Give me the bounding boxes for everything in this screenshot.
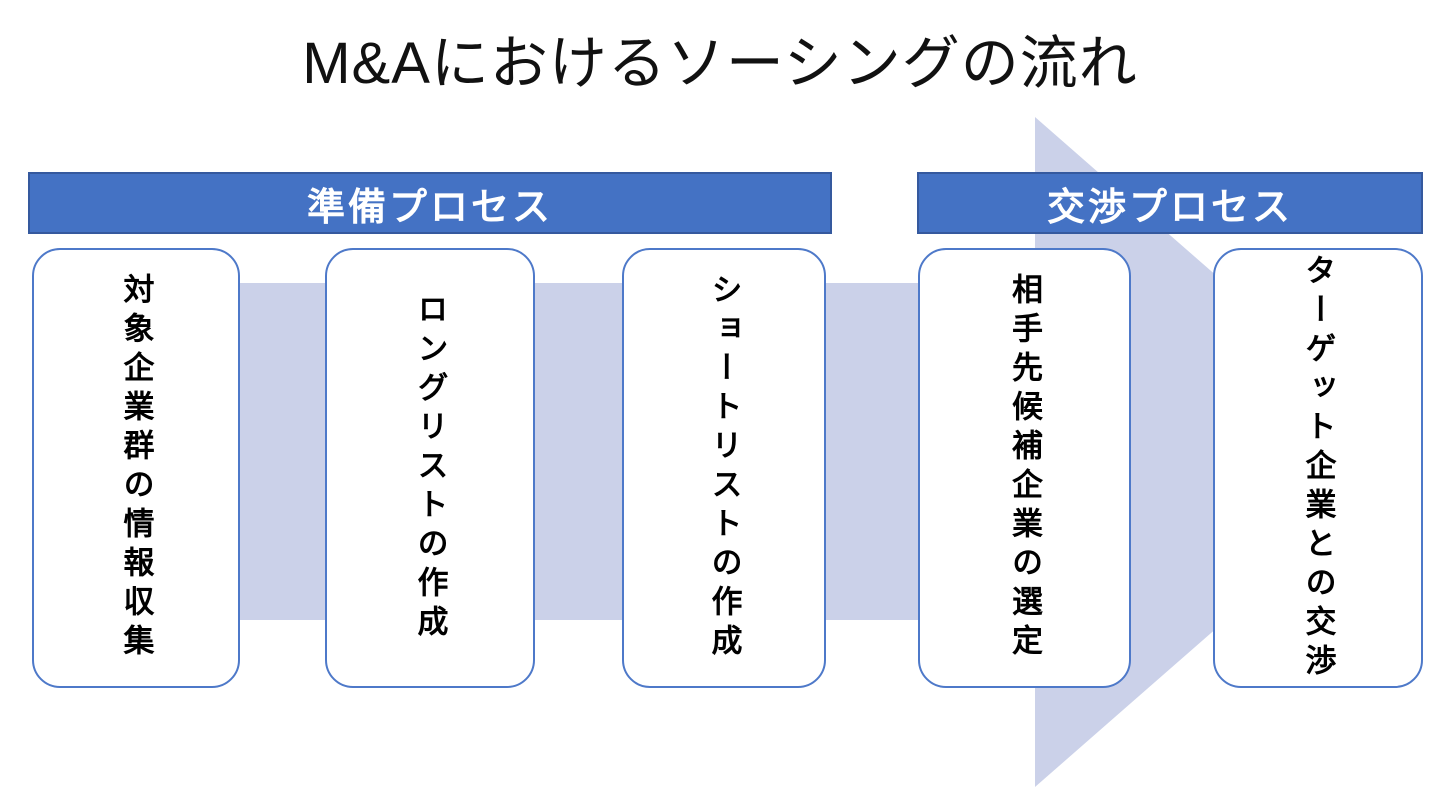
step-card-info-gathering: 対象企業群の情報収集 bbox=[32, 248, 240, 688]
phase-bar-negotiation: 交渉プロセス bbox=[917, 172, 1423, 234]
phase-preparation-label: 準備プロセス bbox=[306, 186, 553, 229]
step-card-target-negotiation: ターゲット企業との交渉 bbox=[1213, 248, 1423, 688]
step-label: 対象企業群の情報収集 bbox=[118, 273, 154, 663]
step-label: ターゲット企業との交渉 bbox=[1300, 253, 1336, 683]
step-card-candidate-selection: 相手先候補企業の選定 bbox=[918, 248, 1131, 688]
step-card-short-list: ショートリストの作成 bbox=[622, 248, 826, 688]
step-card-long-list: ロングリストの作成 bbox=[325, 248, 535, 688]
step-label: 相手先候補企業の選定 bbox=[1007, 273, 1042, 663]
page-title: M&Aにおけるソーシングの流れ bbox=[302, 31, 1138, 96]
phase-bar-preparation: 準備プロセス bbox=[28, 172, 832, 234]
step-label: ショートリストの作成 bbox=[706, 273, 742, 663]
step-label: ロングリストの作成 bbox=[412, 292, 448, 644]
phase-negotiation-label: 交渉プロセス bbox=[1046, 186, 1293, 229]
